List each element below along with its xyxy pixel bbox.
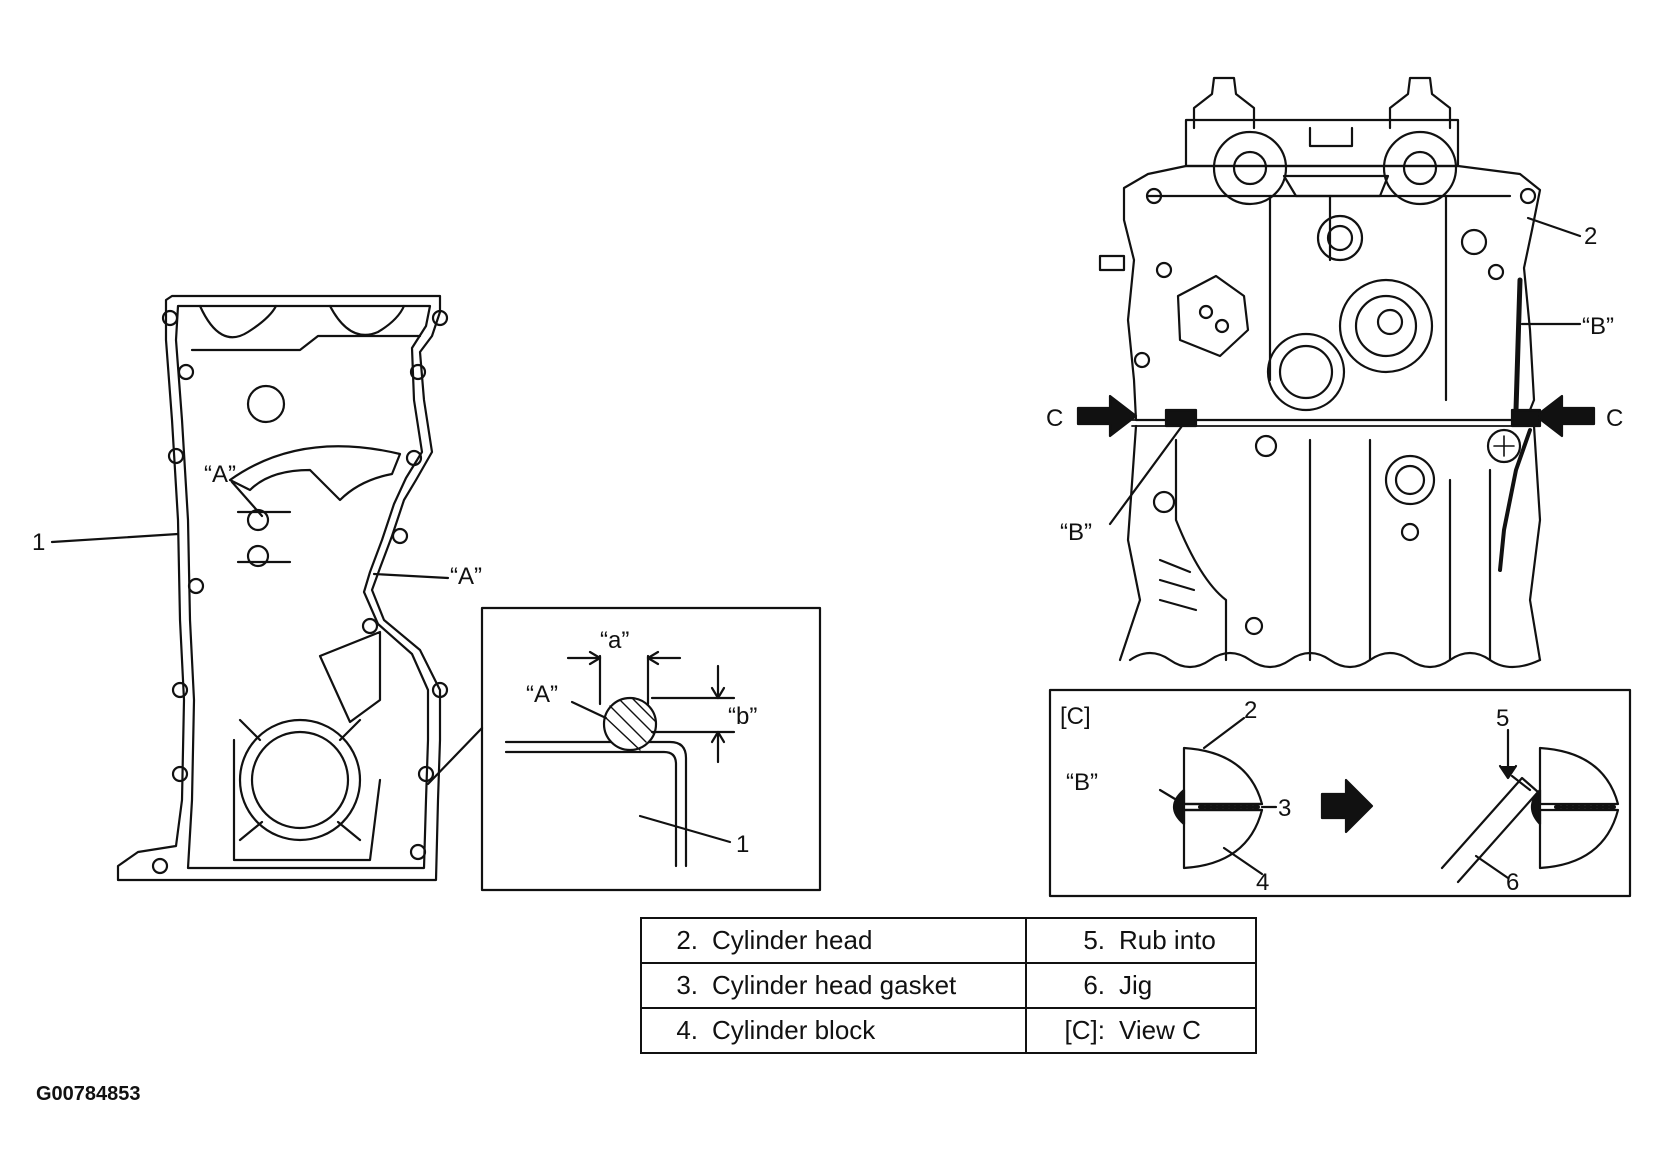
label-A-upper: “A” xyxy=(204,461,236,488)
label-part-1-detail: 1 xyxy=(736,831,749,858)
legend-text: Cylinder head xyxy=(712,925,873,955)
legend-num: 6. xyxy=(1083,970,1105,1000)
label-part-2: 2 xyxy=(1584,223,1597,250)
legend-text: View C xyxy=(1119,1015,1201,1045)
figure-id: G00784853 xyxy=(36,1083,141,1105)
label-dim-b: “b” xyxy=(728,703,757,730)
legend-text: Rub into xyxy=(1119,925,1216,955)
label-view-c-B: “B” xyxy=(1066,769,1098,796)
label-C-left: C xyxy=(1046,405,1063,432)
legend-num: 3. xyxy=(676,970,698,1000)
legend-row: 4. Cylinder block [C]: View C xyxy=(640,1007,1257,1054)
label-view-c-5: 5 xyxy=(1496,705,1509,732)
label-view-c-tag: [C] xyxy=(1060,703,1091,730)
label-C-right: C xyxy=(1606,405,1623,432)
label-A-detail: “A” xyxy=(526,681,558,708)
label-B-right: “B” xyxy=(1582,313,1614,340)
legend-num: 5. xyxy=(1083,925,1105,955)
legend-text: Cylinder block xyxy=(712,1015,876,1045)
gasket-detail-view xyxy=(480,606,822,892)
label-part-1: 1 xyxy=(32,529,45,556)
label-dim-a: “a” xyxy=(600,627,629,654)
label-view-c-3: 3 xyxy=(1278,795,1291,822)
parts-legend-table: 2. Cylinder head 5. Rub into 3. Cylinder he… xyxy=(640,917,1257,1054)
legend-num: 2. xyxy=(676,925,698,955)
view-c-detail xyxy=(1048,688,1632,898)
label-A-side: “A” xyxy=(450,563,482,590)
label-B-left: “B” xyxy=(1060,519,1092,546)
timing-cover-drawing xyxy=(50,294,484,882)
label-view-c-4: 4 xyxy=(1256,869,1269,896)
cylinder-head-drawing xyxy=(1076,76,1596,669)
legend-num: [C]: xyxy=(1064,1015,1105,1045)
label-view-c-6: 6 xyxy=(1506,869,1519,896)
legend-row: 2. Cylinder head 5. Rub into xyxy=(640,917,1257,964)
legend-row: 3. Cylinder head gasket 6. Jig xyxy=(640,962,1257,1009)
legend-text: Jig xyxy=(1119,970,1153,1000)
label-view-c-2: 2 xyxy=(1244,697,1257,724)
legend-text: Cylinder head gasket xyxy=(712,970,957,1000)
legend-num: 4. xyxy=(676,1015,698,1045)
